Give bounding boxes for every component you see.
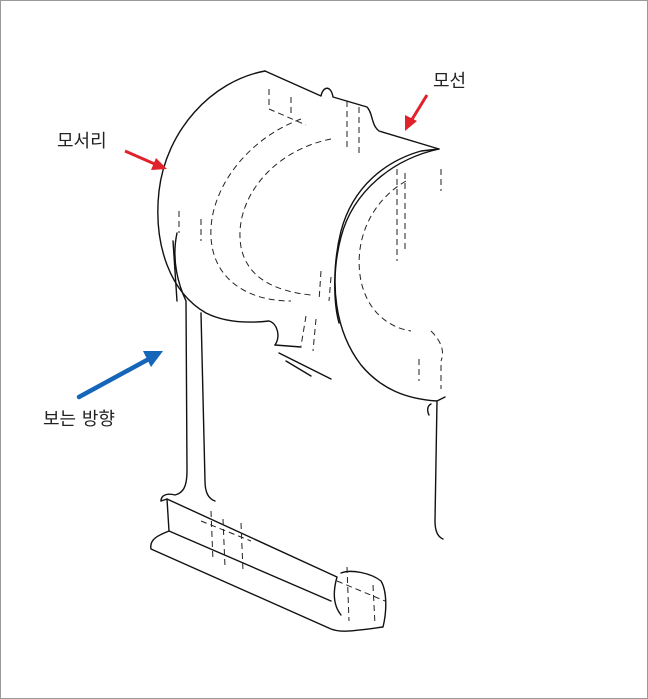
- left-outer-arc: [157, 70, 279, 346]
- base-plate-front: [168, 530, 332, 602]
- left-column-outer: [160, 232, 188, 502]
- view-direction-arrow: [76, 351, 163, 400]
- hidden-right-holes: [418, 169, 442, 389]
- hidden-base-holes: [210, 510, 376, 626]
- hidden-bolt-hole-left: [178, 211, 202, 241]
- base-plate-top: [166, 498, 342, 616]
- hidden-base-top-line: [200, 520, 386, 602]
- hidden-center-web: [300, 270, 332, 352]
- hidden-ring-arc: [358, 180, 412, 332]
- left-column-inner: [200, 312, 216, 502]
- hidden-vertical-web: [346, 101, 406, 261]
- label-view-direction: 보는 방향: [43, 409, 115, 430]
- edge-pointer-arrow: [124, 149, 167, 170]
- hidden-ring-arc-2: [430, 330, 444, 362]
- hidden-bore-arc-1: [210, 118, 302, 302]
- label-edge: 모서리: [57, 131, 107, 152]
- right-vertical-leg: [434, 400, 444, 540]
- left-column-edge: [172, 240, 178, 302]
- corner-line-pointer-arrow: [405, 94, 429, 131]
- hidden-bore-arc-2: [239, 138, 332, 296]
- hidden-bolt-hole-top: [268, 89, 307, 126]
- base-plate: [150, 498, 387, 632]
- label-corner-line: 모선: [433, 71, 467, 92]
- right-leg-inner: [426, 403, 432, 416]
- right-ring-face: [334, 148, 446, 402]
- left-lower-step: [274, 344, 332, 380]
